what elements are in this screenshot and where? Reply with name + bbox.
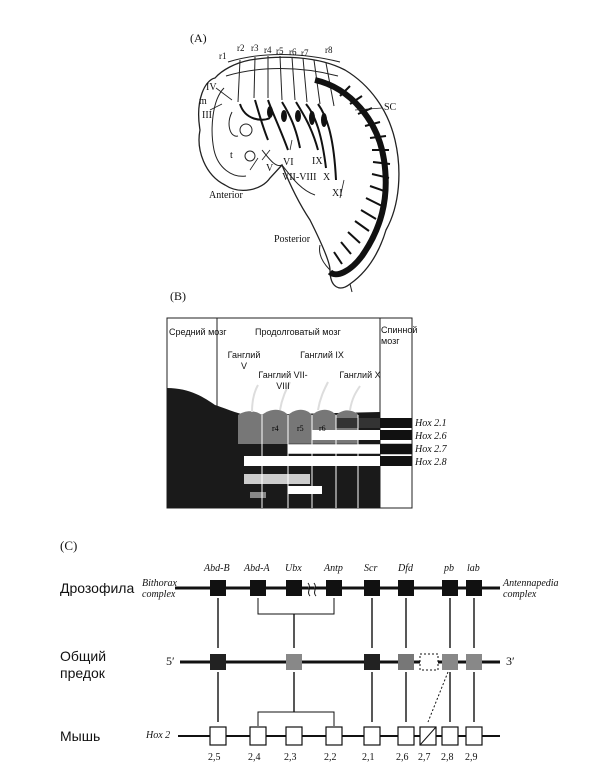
nerve-label: XI (332, 188, 343, 199)
panel-a-label: (A) (190, 31, 207, 45)
hox-gene-label: Hox 2.8 (415, 457, 447, 468)
rhombomere-label: r7 (301, 48, 309, 58)
nerve-label: V (266, 163, 274, 174)
rhombomere-tag: r4 (272, 424, 279, 433)
nerve-label: IV (206, 82, 217, 93)
gene-label: lab (467, 563, 480, 574)
hox2-label: Hox 2 (146, 730, 171, 741)
rhombomere-label: r3 (251, 43, 259, 53)
nerve-label: IX (312, 156, 323, 167)
rhombomere-label: r8 (325, 45, 333, 55)
mouse-gene-label: 2,1 (362, 752, 375, 763)
rhombomere-label: r6 (289, 47, 297, 57)
mouse-gene-label: 2,3 (284, 752, 297, 763)
anterior-label: Anterior (209, 190, 243, 201)
ganglion-label: Ганглий IX (300, 350, 344, 360)
mouse-gene-label: 2,9 (465, 752, 478, 763)
gene-label: Ubx (285, 563, 302, 574)
row-label-drosophila: Дрозофила (60, 580, 135, 596)
region-label: SC (384, 102, 397, 113)
rhombomere-label: r2 (237, 43, 245, 53)
mouse-gene-label: 2,2 (324, 752, 337, 763)
hox-gene-label: Hox 2.7 (415, 444, 447, 455)
nerve-label: X (323, 172, 331, 183)
gene-label: Abd-B (204, 563, 230, 574)
gene-label: Abd-A (244, 563, 270, 574)
mouse-gene-label: 2,8 (441, 752, 454, 763)
hox-gene-label: Hox 2.6 (415, 431, 447, 442)
mouse-gene-label: 2,5 (208, 752, 221, 763)
row-label-ancestor: Общий предок (60, 648, 107, 681)
rhombomere-label: r4 (264, 45, 272, 55)
gene-label: pb (444, 563, 454, 574)
rhombomere-label: r5 (276, 46, 284, 56)
region-label: t (230, 150, 233, 161)
panel-b-label: (B) (170, 289, 186, 303)
rhombomere-label: r1 (219, 51, 227, 61)
rhombomere-tag: r5 (297, 424, 304, 433)
panel-c-label: (C) (60, 538, 78, 553)
five-prime-label: 5′ (166, 654, 175, 668)
region-spinal-cord: Спинной мозг (381, 325, 418, 346)
mouse-gene-label: 2,6 (396, 752, 409, 763)
ganglion-label: Ганглий V (227, 350, 261, 371)
gene-label: Scr (364, 563, 378, 574)
nerve-label: III (202, 110, 212, 121)
nerve-label: VI (283, 157, 294, 168)
hox-gene-label: Hox 2.1 (415, 418, 447, 429)
rhombomere-tag: r6 (319, 424, 326, 433)
ganglion-label: Ганглий VII-VIII (258, 370, 308, 391)
region-label: m (199, 96, 207, 107)
region-midbrain: Средний мозг (169, 327, 227, 337)
mouse-gene-label: 2,7 (418, 752, 431, 763)
gene-label: Antp (324, 563, 343, 574)
region-medulla: Продолговатый мозг (255, 327, 341, 337)
three-prime-label: 3′ (506, 654, 515, 668)
ganglion-label: Ганглий X (339, 370, 381, 380)
posterior-label: Posterior (274, 234, 311, 245)
nerve-label: VII-VIII (282, 172, 317, 183)
mouse-gene-label: 2,4 (248, 752, 261, 763)
gene-label: Dfd (398, 563, 413, 574)
row-label-mouse: Мышь (60, 728, 101, 744)
